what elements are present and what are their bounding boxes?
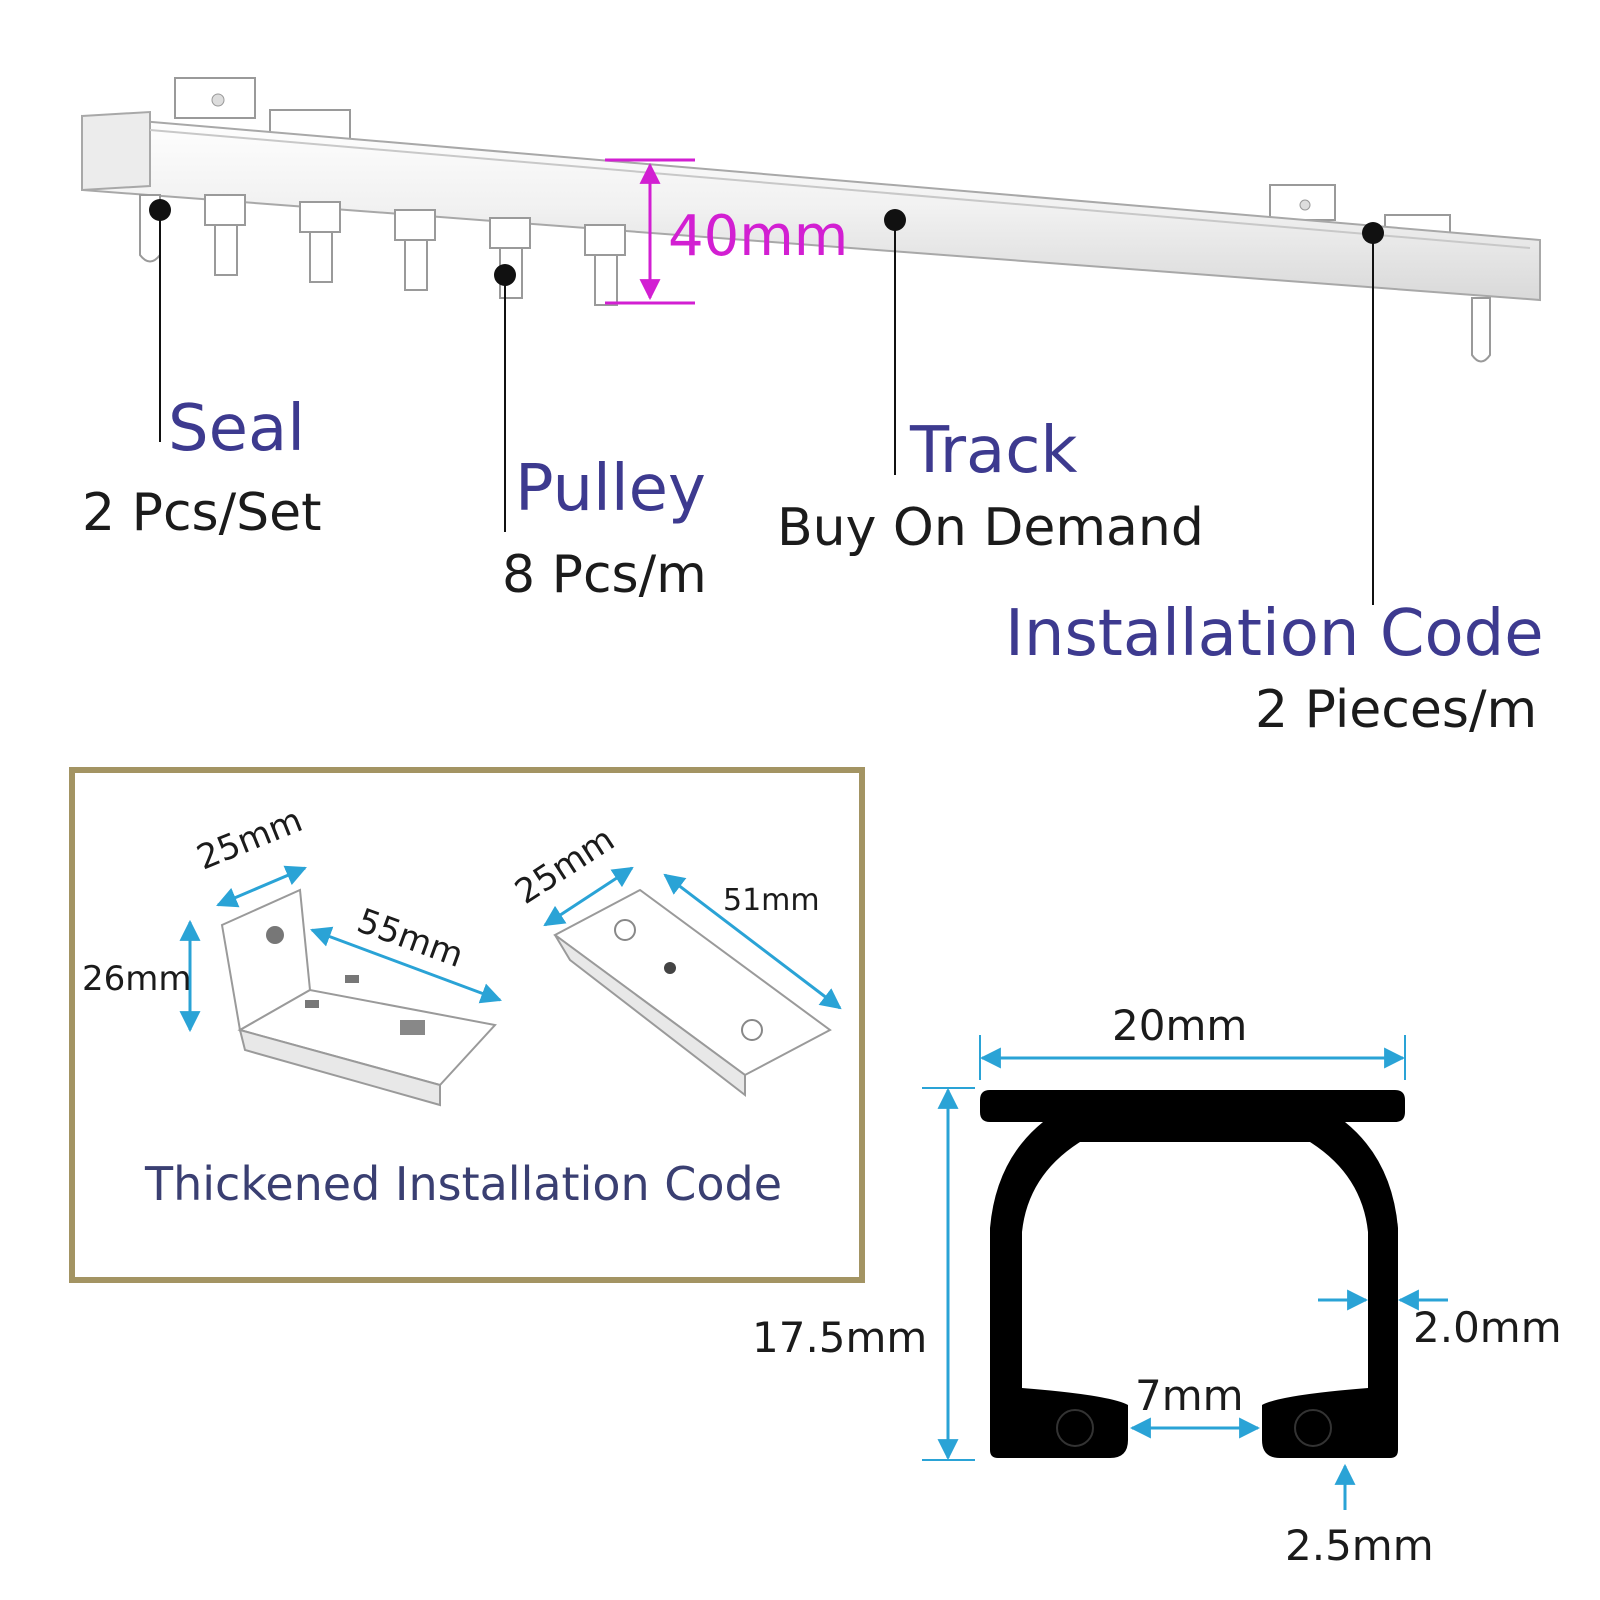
seal-qty: 2 Pcs/Set <box>82 483 322 543</box>
profile-width-label: 20mm <box>1112 1001 1247 1050</box>
installation-code-qty: 2 Pieces/m <box>1255 680 1537 740</box>
opening-label: 7mm <box>1135 1371 1244 1420</box>
pulley <box>584 224 626 306</box>
pulley <box>394 209 436 291</box>
pulley <box>299 201 341 283</box>
callout-leaders <box>149 199 1384 605</box>
pulley <box>489 217 531 299</box>
pulley <box>204 194 246 276</box>
wall-thickness-label: 2.0mm <box>1413 1303 1562 1352</box>
track-rail-illustration <box>81 77 1541 363</box>
lip-thickness-label: 2.5mm <box>1285 1521 1434 1570</box>
pulley-row <box>204 194 626 306</box>
track-profile <box>980 1090 1405 1458</box>
seal-title: Seal <box>168 392 305 466</box>
pulley-qty: 8 Pcs/m <box>502 545 707 605</box>
l-bracket-height-label: 26mm <box>82 959 192 999</box>
height-dimension-label: 40mm <box>668 204 848 269</box>
profile-height-label: 17.5mm <box>752 1313 927 1362</box>
track-title: Track <box>909 414 1077 488</box>
bracket-caption: Thickened Installation Code <box>144 1157 782 1211</box>
flat-bracket-length-label: 51mm <box>723 883 820 918</box>
seal-hook-right <box>1471 297 1491 363</box>
installation-code-title: Installation Code <box>1005 597 1544 671</box>
track-qty: Buy On Demand <box>777 498 1204 558</box>
pulley-title: Pulley <box>515 452 706 526</box>
l-bracket <box>220 888 497 1107</box>
